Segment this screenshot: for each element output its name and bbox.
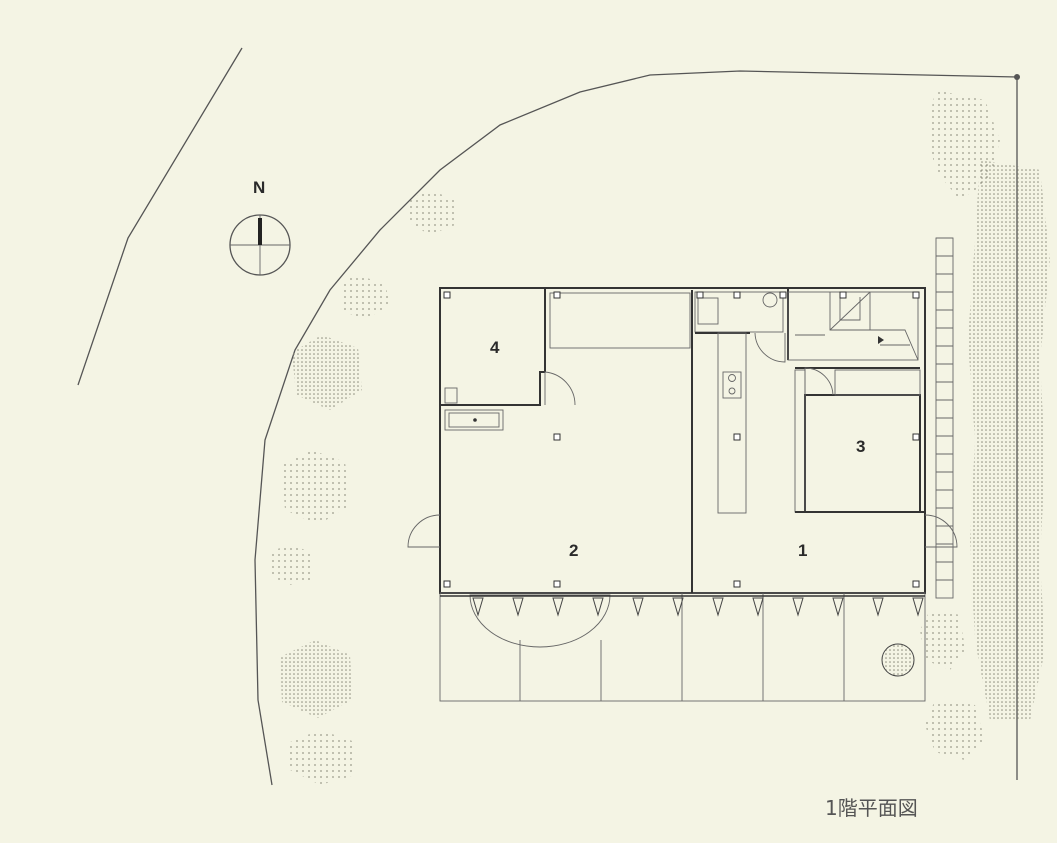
landscape-trees	[268, 90, 1050, 785]
room-labels: 4 3 2 1	[490, 338, 865, 560]
site-boundary	[77, 47, 1020, 786]
room-label-2: 2	[569, 541, 578, 560]
plan-caption: 1階平面図	[825, 796, 918, 820]
room-label-3: 3	[856, 437, 865, 456]
room-label-1: 1	[798, 541, 807, 560]
north-arrow: N	[229, 178, 291, 276]
stepping-stones	[935, 237, 954, 599]
building	[407, 287, 958, 702]
room-label-4: 4	[490, 338, 500, 357]
north-label: N	[253, 178, 265, 197]
